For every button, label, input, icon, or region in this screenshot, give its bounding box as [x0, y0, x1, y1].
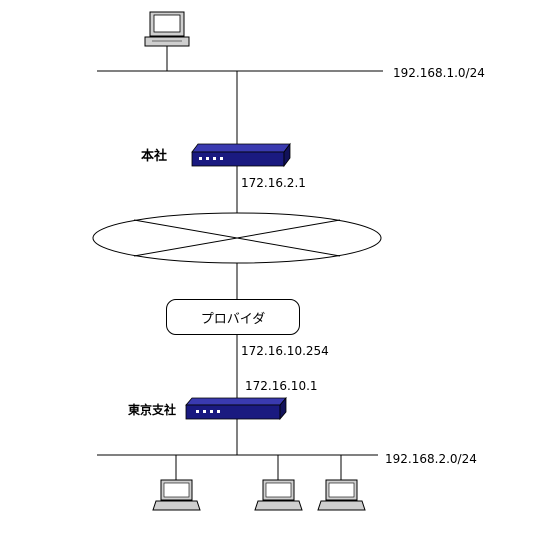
branch-laptop-icon	[152, 479, 201, 511]
wan-cloud	[92, 212, 382, 264]
provider-ip-label: 172.16.10.254	[241, 344, 329, 358]
branch-laptop-icon	[254, 479, 303, 511]
provider-label: プロバイダ	[200, 311, 266, 327]
hq-router-label: 本社	[141, 149, 168, 164]
hq-router-icon	[191, 142, 291, 168]
hq-wan-ip-label: 172.16.2.1	[241, 176, 306, 190]
provider-box: プロバイダ	[166, 299, 300, 335]
branch-laptop-icon	[317, 479, 366, 511]
branch-router-icon	[185, 396, 287, 421]
branch-lan-label: 192.168.2.0/24	[385, 452, 477, 466]
hq-pc-icon	[144, 11, 190, 47]
hq-lan-label: 192.168.1.0/24	[393, 66, 485, 80]
branch-router-label: 東京支社	[128, 403, 177, 417]
branch-wan-ip-label: 172.16.10.1	[245, 379, 318, 393]
